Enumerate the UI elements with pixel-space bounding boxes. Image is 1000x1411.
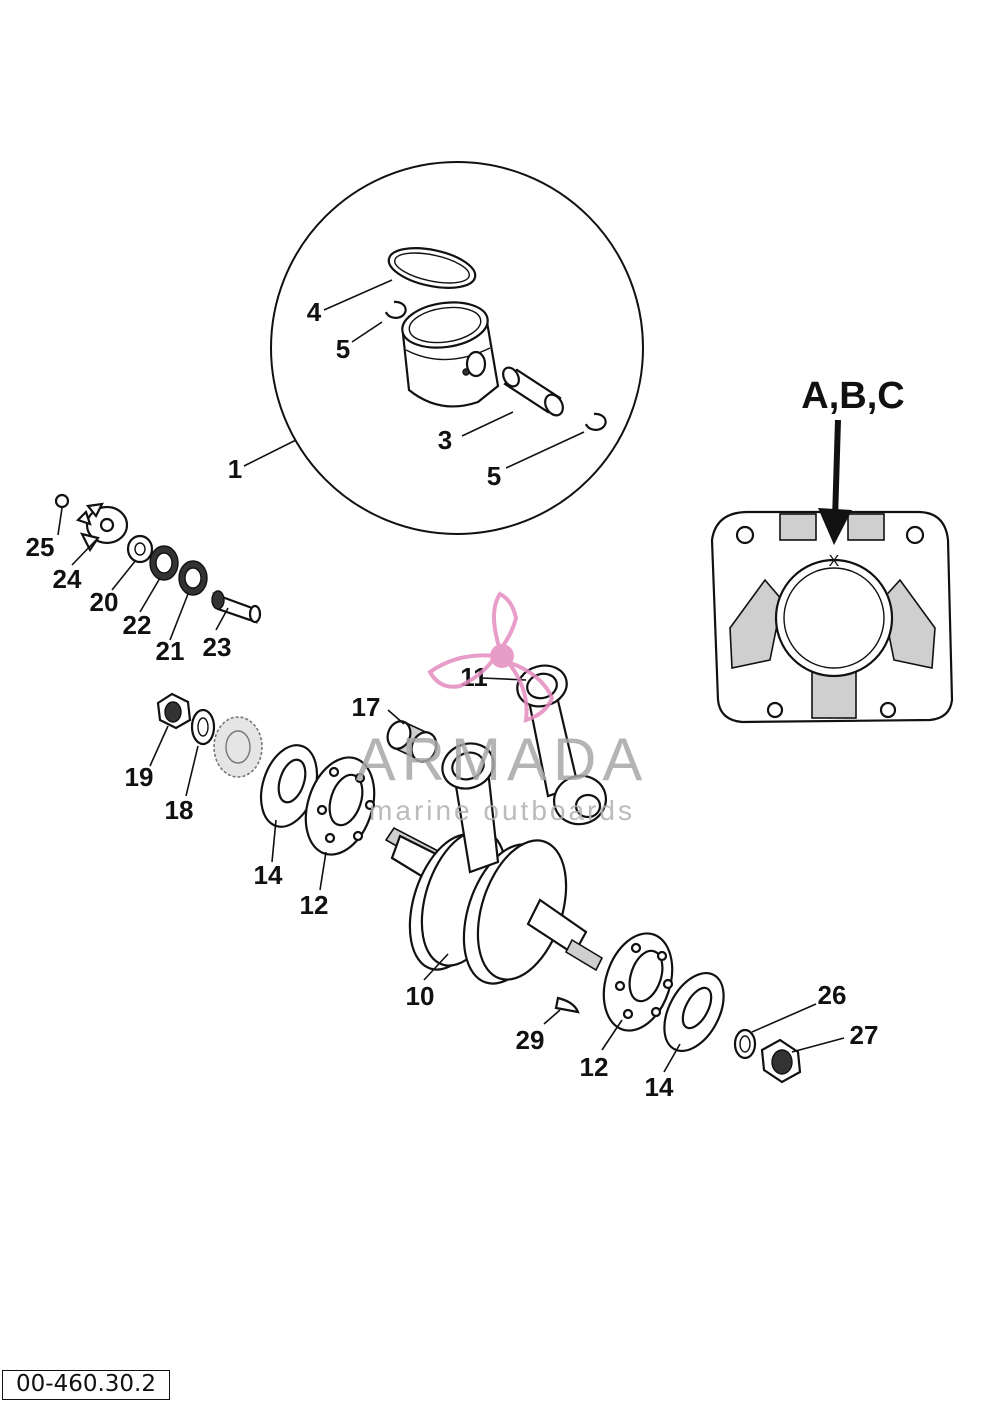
propeller-blade-top xyxy=(492,591,519,655)
bearing-21-part xyxy=(178,560,208,596)
woodruff-key-29-part xyxy=(554,996,580,1014)
bearing-12-right-part xyxy=(602,932,674,1032)
watermark-brand: ARMADA xyxy=(356,726,649,793)
piston-kit-group xyxy=(270,161,644,535)
propeller-logo-icon xyxy=(427,591,555,723)
callout-20: 20 xyxy=(90,587,119,617)
nut-19-part xyxy=(156,692,192,730)
variant-arrow-shaft xyxy=(832,419,841,521)
seal-14-left-part xyxy=(259,744,319,828)
watermark: ARMADA marine outboards xyxy=(356,591,649,826)
washer-18-part xyxy=(190,708,216,746)
callout-4: 4 xyxy=(307,297,322,327)
bearing-22-part xyxy=(149,545,179,581)
cylinder-bore xyxy=(774,558,894,678)
callout-3: 3 xyxy=(438,425,452,455)
callout-24: 24 xyxy=(53,564,82,594)
crank-flywheel-right-part xyxy=(462,839,568,985)
piston-kit-circle xyxy=(270,161,644,535)
gear-part xyxy=(213,716,263,778)
pump-shaft-group xyxy=(54,493,262,624)
bolt-hole-tl xyxy=(735,525,755,545)
seal-14-right-part xyxy=(663,972,725,1052)
exhaust-port xyxy=(811,671,857,719)
callout-22: 22 xyxy=(123,610,152,640)
watermark-tagline: marine outboards xyxy=(369,795,635,826)
cylinder-view-group: A,B,C X xyxy=(710,375,954,724)
pump-shaft-part xyxy=(211,590,262,624)
small-ring-part xyxy=(54,493,70,509)
piston-ring-part xyxy=(387,247,477,289)
callout-5-lower: 5 xyxy=(487,461,501,491)
callout-14-right: 14 xyxy=(645,1072,674,1102)
callout-18: 18 xyxy=(165,795,194,825)
nut-27-part xyxy=(760,1038,802,1084)
transfer-port-top-right xyxy=(847,513,885,541)
callout-5-upper: 5 xyxy=(336,334,350,364)
crank-right-shaft-part xyxy=(526,898,604,972)
propeller-blade-left xyxy=(427,653,500,689)
transfer-port-top-left xyxy=(779,513,817,541)
propeller-hub xyxy=(490,644,514,668)
variant-arrow-head xyxy=(818,508,852,545)
callout-29: 29 xyxy=(516,1025,545,1055)
connecting-rod-front-part xyxy=(441,742,500,874)
impeller-part xyxy=(75,502,129,553)
circlip-upper-part xyxy=(384,300,407,319)
transfer-port-left xyxy=(729,578,783,669)
callout-10: 10 xyxy=(406,981,435,1011)
callout-23: 23 xyxy=(203,632,232,662)
leader-lines xyxy=(57,279,845,1073)
piston-pin-part xyxy=(502,366,564,417)
piston-part xyxy=(401,301,500,408)
callout-17: 17 xyxy=(352,692,381,722)
circlip-lower-part xyxy=(584,412,607,431)
variant-label: A,B,C xyxy=(801,375,904,417)
callout-12-left: 12 xyxy=(300,890,329,920)
needle-bearing-17-part xyxy=(386,720,438,763)
bolt-hole-bl xyxy=(766,701,784,719)
crankshaft-group xyxy=(156,664,802,1084)
bolt-hole-tr xyxy=(905,525,925,545)
callout-labels: 1 4 5 3 5 25 24 20 22 21 23 11 17 19 18 … xyxy=(26,297,879,1102)
callout-19: 19 xyxy=(125,762,154,792)
propeller-blade-right xyxy=(502,657,555,723)
drawing-code-label: 00-460.30.2 xyxy=(2,1370,170,1400)
callout-12-right: 12 xyxy=(580,1052,609,1082)
washer-20-part xyxy=(126,534,154,564)
connecting-rod-rear-part xyxy=(516,664,607,826)
callout-14-left: 14 xyxy=(254,860,283,890)
bolt-hole-br xyxy=(879,701,897,719)
callout-21: 21 xyxy=(156,636,185,666)
bearing-12-left-part xyxy=(304,756,376,856)
cylinder-bore-inner xyxy=(783,567,885,669)
washer-26-part xyxy=(733,1028,757,1060)
callout-1: 1 xyxy=(228,454,242,484)
callout-25: 25 xyxy=(26,532,55,562)
callout-27: 27 xyxy=(850,1020,879,1050)
callout-26: 26 xyxy=(818,980,847,1010)
cylinder-mark: X xyxy=(829,553,840,570)
